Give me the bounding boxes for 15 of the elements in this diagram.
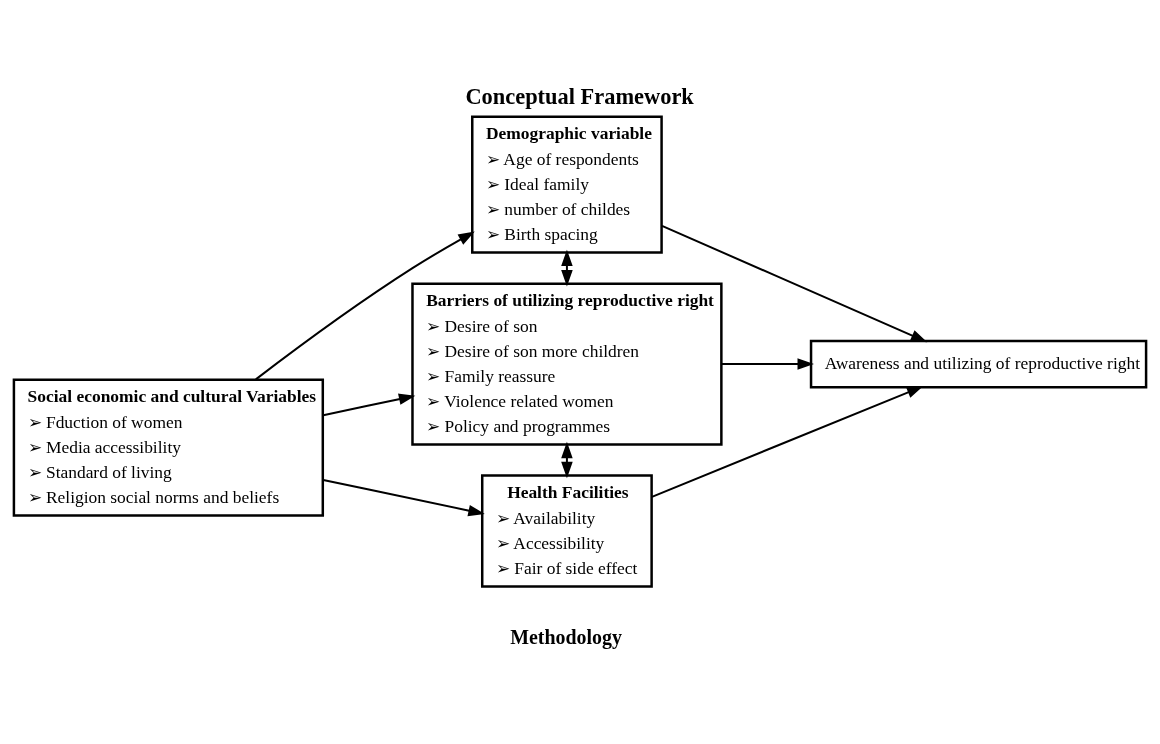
node-box: Social economic and cultural Variables ➢ Fduction of women ➢ Media accessibility ➢ Standard of living ➢ Religion social norms and beliefs [12,377,325,517]
arrow [561,249,573,287]
node-box: Awareness and utilizing of reproductive right [809,339,1148,388]
arrow [322,393,416,416]
node-box: Barriers of utilizing reproductive right ➢ Desire of son ➢ Desire of son more children ➢ Family reassure ➢ Violence related women ➢ Policy and programmes [411,282,723,446]
arrow [720,357,814,370]
arrow [254,231,475,380]
arrow [561,441,573,478]
label: Methodology [510,625,622,648]
arrow [650,385,924,498]
diagram-title: Conceptual Framework [465,83,694,109]
arrow [322,478,485,516]
node-box: Health Facilities ➢ Availability ➢ Accessibility ➢ Fair of side effect [481,473,653,588]
node-box: Demographic variable ➢ Age of respondents ➢ Ideal family ➢ number of childes ➢ Birth spacing [471,115,663,254]
arrow [661,224,928,342]
